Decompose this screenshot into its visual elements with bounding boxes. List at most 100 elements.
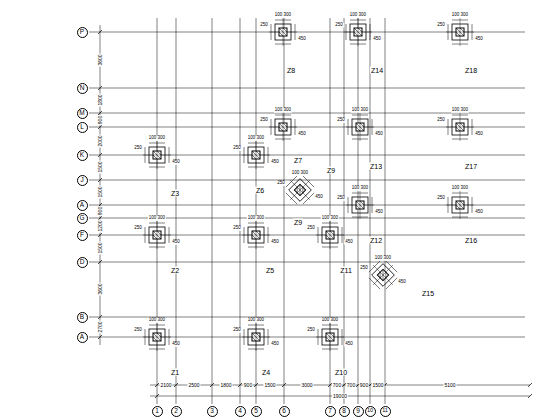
dimension-text: 100 300	[291, 171, 309, 176]
dimension-tick	[98, 233, 102, 237]
dimension-text: 5100	[443, 383, 456, 388]
axis-label: D	[80, 259, 85, 266]
dimension-text: 250	[276, 181, 286, 186]
column-mark: Z13	[369, 163, 383, 170]
column-hatch	[330, 231, 334, 235]
center-line	[460, 113, 461, 141]
axis-label: P	[80, 29, 84, 36]
dimension-text: 450	[270, 342, 280, 347]
column-hatch	[157, 333, 161, 337]
dimension-text: 250	[232, 328, 242, 333]
column-hatch	[360, 123, 364, 127]
column-hatch	[300, 187, 306, 193]
dimension-tick	[528, 383, 532, 387]
column-footing	[346, 191, 374, 219]
column-mark: Z4	[261, 369, 271, 376]
column-mark: Z9	[326, 167, 336, 174]
axis-bubble: 5	[251, 406, 262, 417]
dimension-text: 250	[259, 23, 269, 28]
dimension-text: 250	[436, 118, 446, 123]
column-hatch	[456, 32, 460, 36]
column-hatch	[256, 151, 260, 155]
column-hatch	[356, 205, 360, 209]
axis-bubble: P	[77, 27, 88, 38]
dimension-tick	[98, 153, 102, 157]
column-mark: Z8	[286, 67, 296, 74]
dimension-text: 3000	[300, 383, 313, 388]
column-footing	[344, 18, 372, 46]
column-footing	[269, 113, 297, 141]
column-footing	[446, 191, 474, 219]
axis-label: F	[80, 232, 84, 239]
axis-label: A	[80, 202, 84, 209]
dimension-text: 100 300	[274, 108, 292, 113]
center-line	[330, 323, 331, 351]
center-line	[157, 221, 158, 249]
column-hatch	[279, 32, 283, 36]
center-line	[373, 265, 393, 285]
column-hatch	[157, 231, 161, 235]
column-hatch	[460, 28, 464, 32]
axis-line	[89, 88, 525, 89]
column-mark: Z5	[265, 267, 275, 274]
dimension-text: 100 300	[247, 216, 265, 221]
axis-line	[212, 18, 213, 404]
column-hatch	[153, 235, 157, 239]
axis-line	[256, 18, 257, 404]
column-mark: Z7	[293, 157, 303, 164]
column-hatch	[283, 28, 287, 32]
dimension-text: 450	[270, 160, 280, 165]
dimension-text: 250	[232, 146, 242, 151]
center-line	[256, 221, 257, 249]
dimension-text: 100 300	[247, 318, 265, 323]
dimension-text: 450	[397, 280, 407, 285]
column-footing	[242, 323, 270, 351]
dimension-tick	[155, 394, 159, 398]
dimension-tick	[210, 383, 214, 387]
dimension-text: 250	[436, 23, 446, 28]
column-footing	[316, 221, 344, 249]
column-hatch	[383, 272, 389, 278]
dimension-tick	[282, 383, 286, 387]
center-line	[460, 191, 461, 219]
dimension-text: 450	[344, 240, 354, 245]
dimension-text: 100 300	[321, 318, 339, 323]
axis-line	[385, 18, 386, 404]
column-mark: Z10	[334, 369, 348, 376]
column-footing	[446, 18, 474, 46]
dimension-text: 450	[372, 37, 382, 42]
column-footing	[316, 323, 344, 351]
column-mark: Z6	[255, 187, 265, 194]
axis-bubble: D	[77, 257, 88, 268]
column-footing	[143, 221, 171, 249]
dimension-text: 450	[374, 132, 384, 137]
column-hatch	[279, 127, 283, 131]
dimension-text: 1200	[98, 219, 103, 232]
axis-label: 6	[282, 408, 286, 415]
axis-label: 11	[382, 408, 388, 414]
axis-bubble: M	[77, 108, 88, 119]
dimension-text: 2500	[187, 383, 200, 388]
axis-bubble: 11	[380, 406, 391, 417]
dimension-tick	[98, 178, 102, 182]
dimension-text: 2000	[98, 134, 103, 147]
axis-label: 5	[254, 408, 258, 415]
dimension-tick	[98, 335, 102, 339]
axis-bubble: A	[77, 200, 88, 211]
column-mark: Z12	[369, 237, 383, 244]
dimension-text: 250	[336, 196, 346, 201]
column-hatch	[330, 333, 334, 337]
column-hatch	[256, 231, 260, 235]
axis-label: 3	[210, 408, 214, 415]
dimension-text: 3600	[98, 282, 103, 295]
column-hatch	[377, 272, 383, 278]
dimension-text: 100 300	[374, 256, 392, 261]
dimension-tick	[254, 383, 258, 387]
dimension-text: 100 300	[148, 136, 166, 141]
axis-bubble: A	[77, 332, 88, 343]
column-hatch	[358, 28, 362, 32]
column-mark: Z2	[170, 267, 180, 274]
axis-bubble: 3	[207, 406, 218, 417]
dimension-text: 450	[297, 132, 307, 137]
